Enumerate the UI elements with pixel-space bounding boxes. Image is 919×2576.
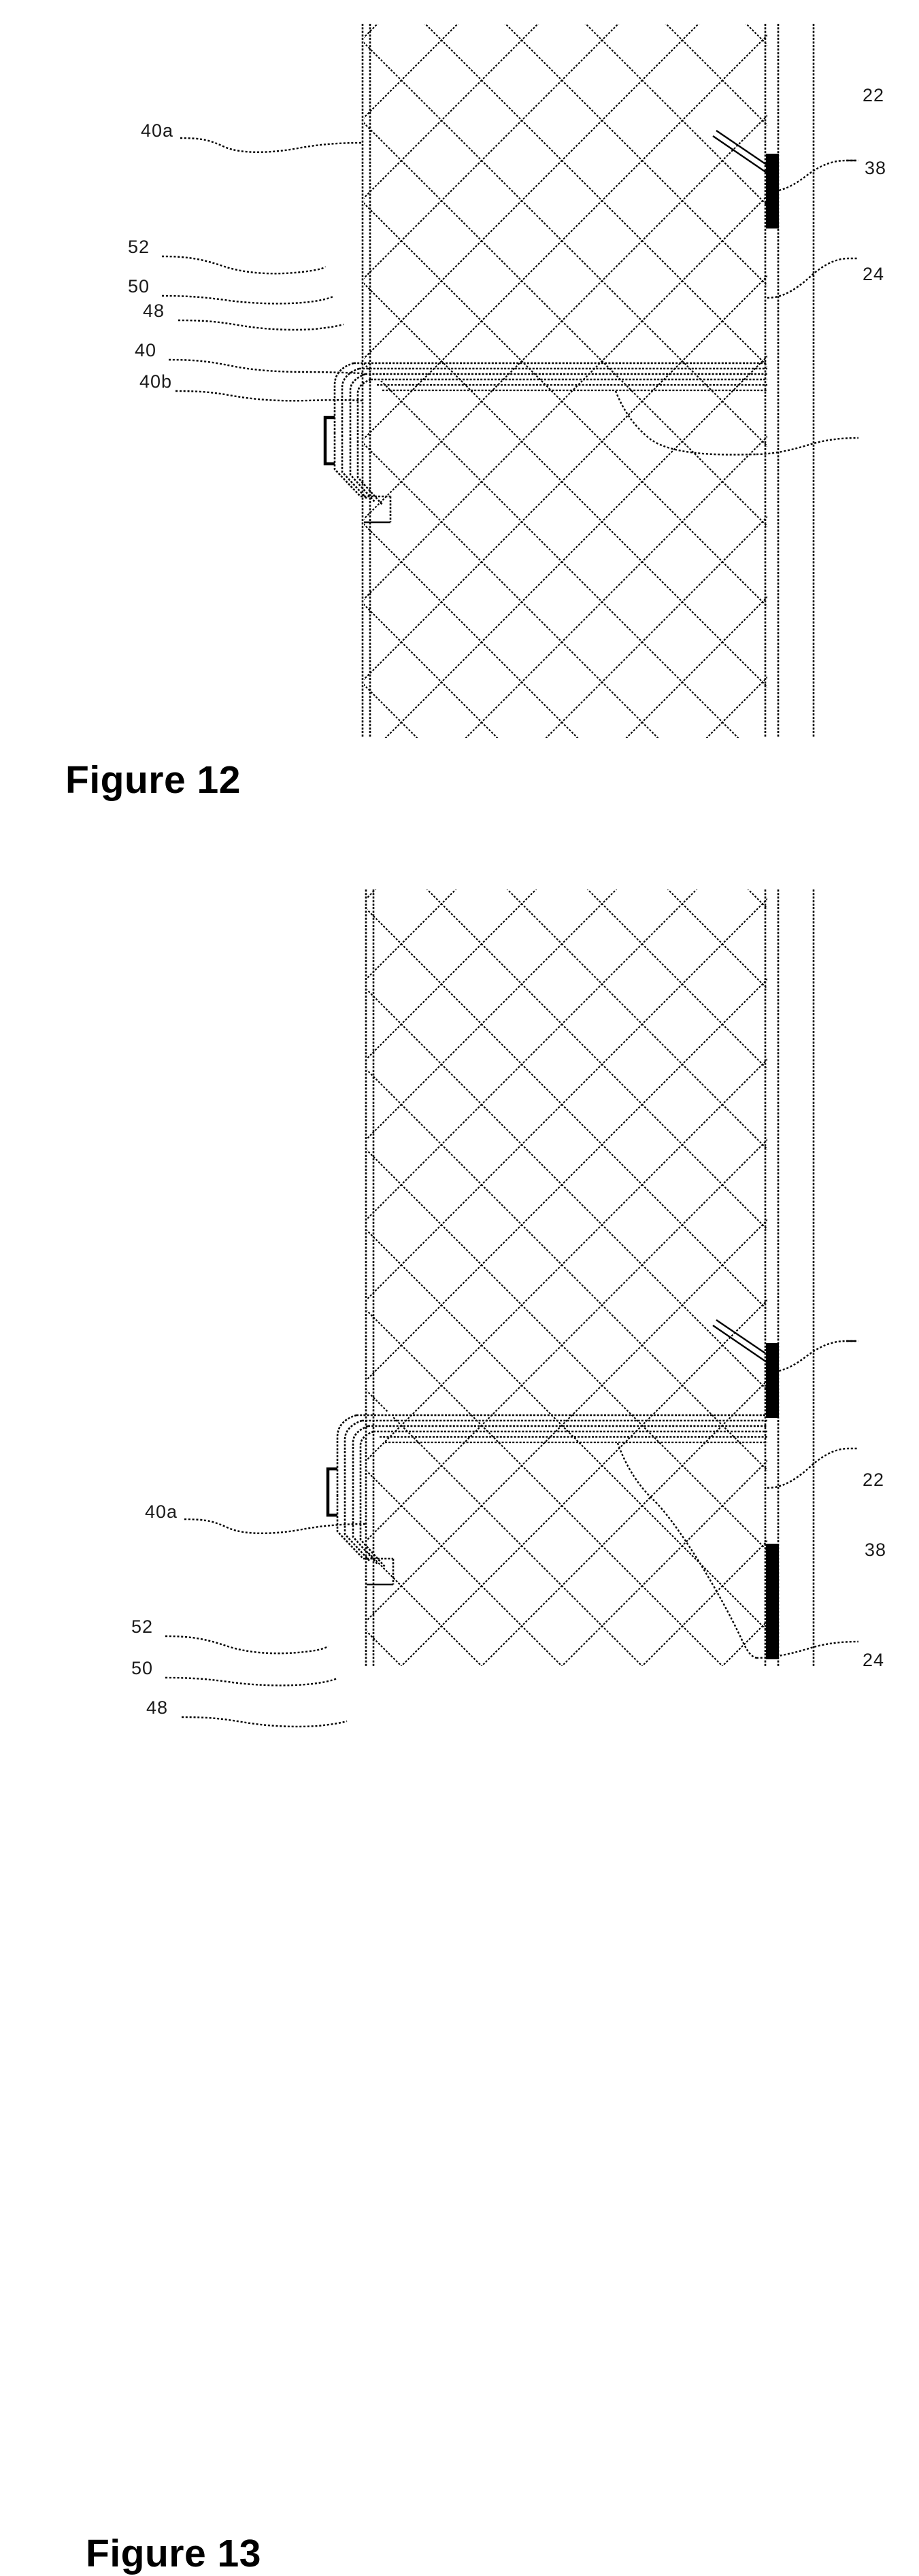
ref-50: 50 xyxy=(131,1658,153,1678)
leader-lines-right xyxy=(756,1340,859,1659)
bracket-52-marker xyxy=(326,1467,337,1517)
band-left-return xyxy=(333,362,371,441)
ref-22: 22 xyxy=(863,85,884,105)
leader-lines-right xyxy=(756,159,859,456)
lower-step-detail xyxy=(336,1495,395,1584)
ref-40b: 40b xyxy=(139,371,172,392)
reference-numerals: 40a 52 50 48 40 40b 22 38 24 xyxy=(128,85,886,392)
vertical-boundary-lines xyxy=(365,889,815,1666)
vertical-boundary-lines xyxy=(361,24,815,738)
ref-38: 38 xyxy=(865,1540,886,1560)
leader-52 xyxy=(165,1635,329,1655)
internal-callout-24 xyxy=(616,1442,757,1659)
ref-40a: 40a xyxy=(145,1502,178,1522)
substrate-hatch-upper xyxy=(367,889,767,1421)
leader-50 xyxy=(161,294,334,305)
ref-52: 52 xyxy=(128,237,150,257)
ref-48: 48 xyxy=(146,1697,168,1718)
ref-24: 24 xyxy=(863,264,884,284)
ref-24: 24 xyxy=(863,1650,884,1670)
ref-52: 52 xyxy=(131,1616,153,1637)
leader-22 xyxy=(767,1340,858,1374)
leader-lines-left xyxy=(165,1518,367,1728)
leader-40a xyxy=(184,1518,367,1534)
band-left-return xyxy=(336,1414,374,1503)
leader-22 xyxy=(767,159,858,193)
leader-40b xyxy=(175,390,363,402)
leader-lines-left xyxy=(161,137,363,402)
substrate-hatch-lower xyxy=(367,1421,767,1666)
figure-12-caption: Figure 12 xyxy=(65,758,241,802)
bracket-52-marker xyxy=(323,416,335,466)
ref-48: 48 xyxy=(143,301,165,321)
leader-48 xyxy=(178,319,344,331)
leader-52 xyxy=(161,255,327,275)
fastener-38-body xyxy=(712,1319,779,1418)
ref-50: 50 xyxy=(128,276,150,296)
leader-40 xyxy=(168,358,363,375)
figure-13-drawing: 40a 52 50 48 40 40b 22 38 24 xyxy=(131,889,886,1728)
figure-13-caption: Figure 13 xyxy=(86,2532,261,2575)
ref-40a: 40a xyxy=(141,120,173,141)
substrate-hatch-lower xyxy=(364,381,767,738)
leader-50 xyxy=(165,1676,338,1687)
leader-24 xyxy=(756,437,859,456)
reference-numerals: 40a 52 50 48 40 40b 22 38 24 xyxy=(131,1470,886,1718)
leader-40a xyxy=(180,137,363,153)
figure-13: 40a 52 50 48 40 40b 22 38 24 Figure 13 xyxy=(0,864,919,2575)
flashing-band xyxy=(354,362,767,392)
leader-48 xyxy=(181,1716,348,1728)
internal-callout-24 xyxy=(614,390,757,456)
fastener-38 xyxy=(766,1544,779,1659)
figure-12-drawing: 40a 52 50 48 40 40b 22 38 24 xyxy=(128,24,886,738)
leader-24 xyxy=(756,1640,859,1659)
ref-22: 22 xyxy=(863,1470,884,1490)
figure-12: 40a 52 50 48 40 40b 22 38 24 Figure 12 xyxy=(0,0,919,857)
substrate-hatch-upper xyxy=(364,24,767,381)
ref-38: 38 xyxy=(865,158,886,178)
flashing-band xyxy=(356,1414,767,1444)
ref-40: 40 xyxy=(135,340,156,360)
lower-step-detail xyxy=(333,433,392,522)
